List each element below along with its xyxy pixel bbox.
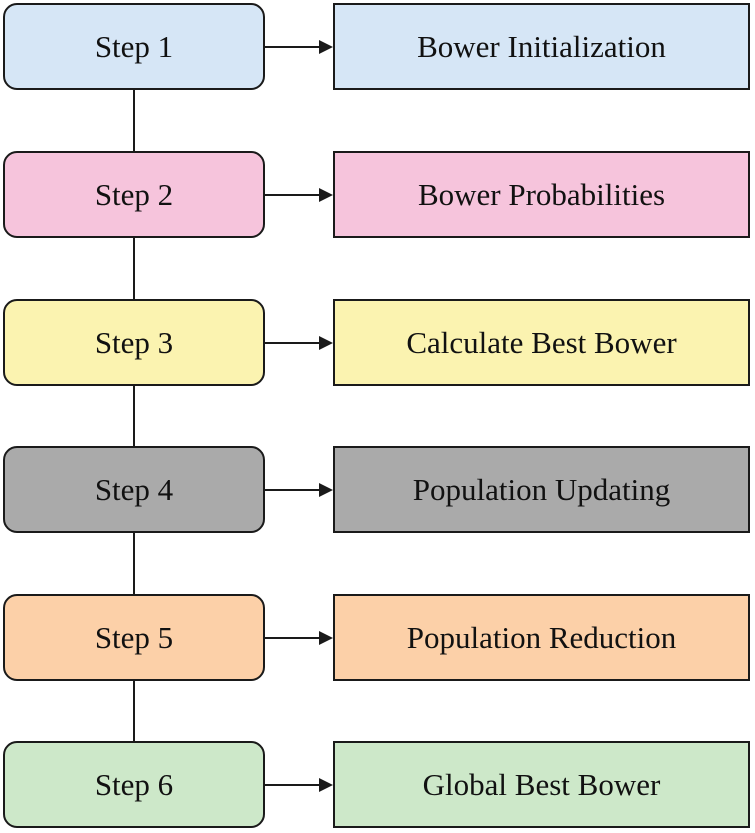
stage-box-1: Bower Initialization <box>333 3 750 90</box>
step-label-2: Step 2 <box>94 176 174 212</box>
step-label-4: Step 4 <box>94 471 174 507</box>
step-box-1: Step 1 <box>3 3 265 90</box>
step-box-5: Step 5 <box>3 594 265 681</box>
arrow-icon <box>265 187 333 203</box>
step-label-1: Step 1 <box>94 28 174 64</box>
step-box-2: Step 2 <box>3 151 265 238</box>
arrow-icon <box>265 39 333 55</box>
stage-box-3: Calculate Best Bower <box>333 299 750 386</box>
stage-label-1: Bower Initialization <box>417 28 666 64</box>
stage-label-5: Population Reduction <box>406 619 677 655</box>
stage-label-3: Calculate Best Bower <box>406 324 677 360</box>
step-label-5: Step 5 <box>94 619 174 655</box>
arrow-icon <box>265 335 333 351</box>
arrow-icon <box>265 630 333 646</box>
step-box-4: Step 4 <box>3 446 265 533</box>
stage-box-4: Population Updating <box>333 446 750 533</box>
step-box-3: Step 3 <box>3 299 265 386</box>
step-box-6: Step 6 <box>3 741 265 828</box>
stage-box-2: Bower Probabilities <box>333 151 750 238</box>
step-label-6: Step 6 <box>94 766 174 802</box>
arrow-icon <box>265 482 333 498</box>
connector-line-1-2 <box>133 90 135 151</box>
stage-box-5: Population Reduction <box>333 594 750 681</box>
connector-line-4-5 <box>133 533 135 594</box>
connector-line-5-6 <box>133 681 135 741</box>
connector-line-2-3 <box>133 238 135 299</box>
stage-label-2: Bower Probabilities <box>417 176 666 212</box>
step-label-3: Step 3 <box>94 324 174 360</box>
stage-label-4: Population Updating <box>412 471 671 507</box>
connector-line-3-4 <box>133 386 135 446</box>
arrow-icon <box>265 777 333 793</box>
stage-box-6: Global Best Bower <box>333 741 750 828</box>
stage-label-6: Global Best Bower <box>422 766 661 802</box>
